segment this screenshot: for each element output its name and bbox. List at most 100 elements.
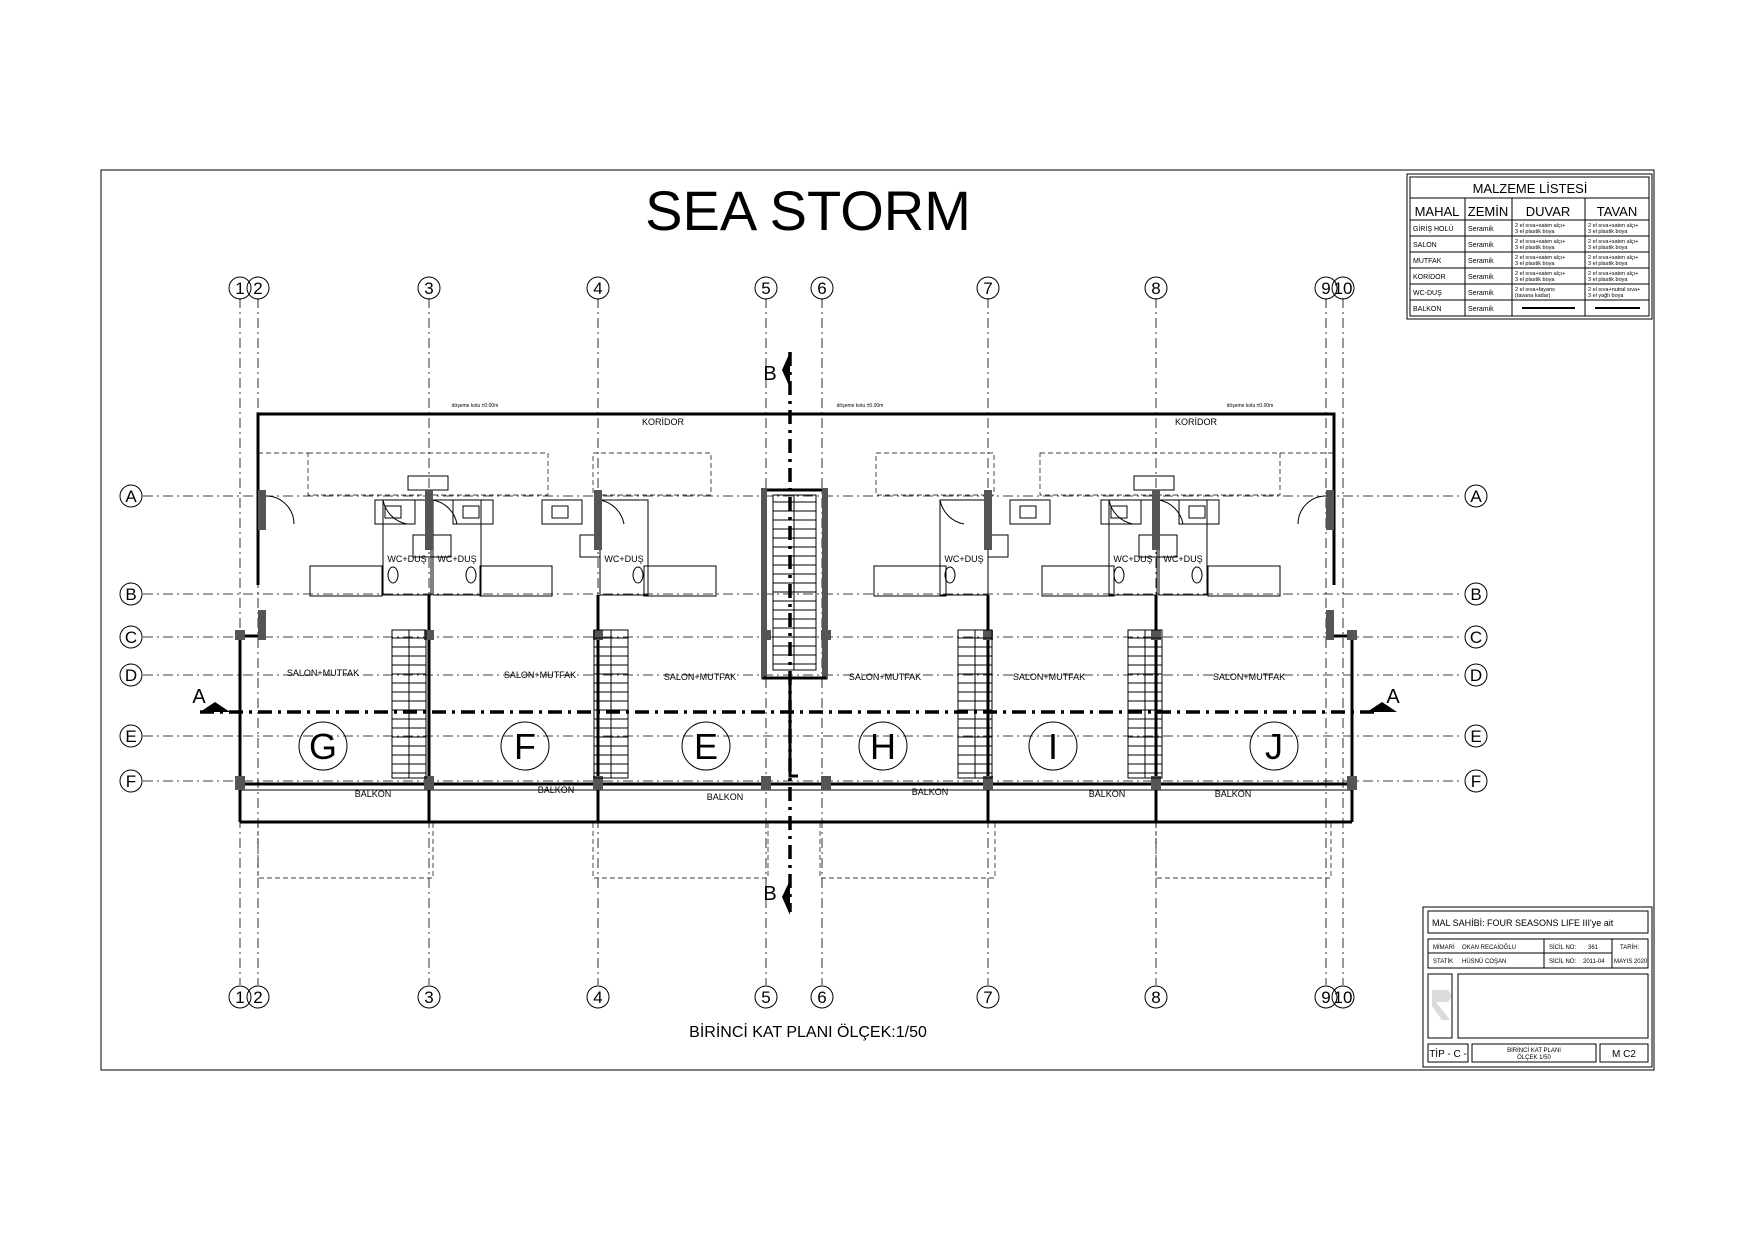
grid-column-label: 5	[761, 279, 770, 298]
grid-column-label: 1	[235, 988, 244, 1007]
living-room-label: SALON+MUTFAK	[849, 672, 921, 682]
owner-label: MAL SAHİBİ:	[1432, 918, 1485, 928]
corridor-label-left: KORİDOR	[642, 417, 685, 427]
material-row-tavan: 2 el sıva+saten alçı+	[1588, 271, 1638, 277]
grid-row-bubble	[1464, 582, 1488, 606]
grid-row-bubble	[1464, 625, 1488, 649]
balcony-label: BALKON	[912, 787, 949, 797]
grid-column-bubble	[976, 985, 1000, 1009]
static-name: HÜSNÜ COŞAN	[1462, 958, 1506, 965]
grid-column-bubble	[810, 276, 834, 300]
wc-room-label: WC+DUŞ	[604, 554, 643, 564]
grid-row-label: B	[1470, 585, 1481, 604]
balcony-label: BALKON	[707, 792, 744, 802]
material-row-mahal: BALKON	[1413, 306, 1441, 313]
balcony-label: BALKON	[1215, 789, 1252, 799]
unit-marker	[681, 721, 731, 771]
grid-row-bubble	[119, 769, 143, 793]
grid-column-bubble	[754, 985, 778, 1009]
architect-name: OKAN RECAİOĞLU	[1462, 944, 1516, 951]
sheet-number: M C2	[1612, 1049, 1636, 1060]
grid-column-label: 3	[424, 988, 433, 1007]
material-list-title: MALZEME LİSTESİ	[1473, 181, 1588, 196]
grid-row-bubble	[119, 484, 143, 508]
unit-letter: H	[870, 726, 896, 767]
grid-row-bubble	[119, 582, 143, 606]
grid-column-bubble	[1331, 985, 1355, 1009]
grid-column-bubble	[246, 276, 270, 300]
material-row-duvar: 3 el plastik boya	[1515, 277, 1555, 283]
sicil-label-1: SİCİL NO:	[1549, 944, 1576, 951]
balcony-label: BALKON	[1089, 789, 1126, 799]
grid-column-label: 10	[1334, 279, 1353, 298]
grid-column-label: 4	[593, 988, 602, 1007]
material-header-duvar: DUVAR	[1526, 204, 1571, 219]
material-row-tavan: 3 el plastik boya	[1588, 229, 1628, 235]
unit-marker	[298, 721, 348, 771]
grid-column-bubble	[1144, 985, 1168, 1009]
material-row-tavan: 2 el sıva+saten alçı+	[1588, 223, 1638, 229]
wc-room-label: WC+DUŞ	[437, 554, 476, 564]
sheet-scale: ÖLÇEK 1/50	[1517, 1054, 1551, 1061]
material-row-tavan: 2 el sıva+saten alçı+	[1588, 239, 1638, 245]
sheet-frame	[100, 169, 1655, 1071]
grid-column-bubble	[228, 985, 252, 1009]
material-row-mahal: MUTFAK	[1413, 258, 1442, 265]
grid-column-bubble	[1331, 276, 1355, 300]
section-marker-b-bottom: B	[763, 883, 776, 905]
grid-column-label: 4	[593, 279, 602, 298]
material-row-duvar: 3 el plastik boya	[1515, 245, 1555, 251]
grid-column-label: 10	[1334, 988, 1353, 1007]
grid-column-bubble	[810, 985, 834, 1009]
sicil-arch: 361	[1588, 945, 1599, 951]
owner-name: FOUR SEASONS LIFE III'ye ait	[1487, 918, 1614, 928]
dim-note: döşeme kotu ±0.00m	[1227, 403, 1274, 409]
material-row-zemin: Seramik	[1468, 226, 1494, 233]
grid-row-label: F	[1471, 772, 1481, 791]
grid-row-bubble	[119, 625, 143, 649]
grid-column-bubble	[417, 985, 441, 1009]
unit-letter: J	[1265, 726, 1283, 767]
grid-row-label: A	[125, 487, 137, 506]
material-row-duvar: (tavana kadar)	[1515, 293, 1551, 299]
living-room-label: SALON+MUTFAK	[504, 670, 576, 680]
grid-row-label: B	[125, 585, 136, 604]
grid-column-bubble	[246, 985, 270, 1009]
material-list-table: MALZEME LİSTESİ MAHAL ZEMİN DUVAR TAVAN …	[1406, 173, 1653, 320]
grid-column-label: 9	[1321, 988, 1330, 1007]
grid-row-bubble	[1464, 484, 1488, 508]
material-row-duvar: 2 el sıva+saten alçı+	[1515, 223, 1565, 229]
unit-letter: I	[1048, 726, 1058, 767]
grid-row-label: A	[1470, 487, 1482, 506]
sicil-label-2: SİCİL NO:	[1549, 958, 1576, 965]
material-row-zemin: Seramik	[1468, 290, 1494, 297]
grid-column-label: 2	[253, 279, 262, 298]
material-row-duvar: 2 el sıva+saten alçı+	[1515, 271, 1565, 277]
grid-column-label: 5	[761, 988, 770, 1007]
unit-marker	[858, 721, 908, 771]
grid-row-label: E	[125, 727, 136, 746]
material-row-zemin: Seramik	[1468, 242, 1494, 249]
date-value: MAYIS 2020	[1614, 959, 1648, 965]
grid-row-label: D	[125, 666, 137, 685]
grid-column-label: 2	[253, 988, 262, 1007]
material-row-tavan: 3 el plastik boya	[1588, 277, 1628, 283]
architect-label: MİMARİ	[1433, 944, 1455, 951]
dim-note: döşeme kotu ±0.00m	[837, 403, 884, 409]
grid-column-label: 7	[983, 988, 992, 1007]
grid-column-bubble	[586, 276, 610, 300]
living-room-label: SALON+MUTFAK	[287, 668, 359, 678]
grid-column-label: 7	[983, 279, 992, 298]
section-marker-a-left: A	[192, 686, 206, 708]
material-row-tavan: 2 el sıva+nutral sıva+	[1588, 287, 1640, 293]
grid-row-label: C	[1470, 628, 1482, 647]
balcony-label: BALKON	[355, 789, 392, 799]
unit-marker	[1249, 721, 1299, 771]
material-row-zemin: Seramik	[1468, 274, 1494, 281]
grid-column-label: 6	[817, 279, 826, 298]
material-row-mahal: SALON	[1413, 242, 1437, 249]
material-row-duvar: 2 el sıva+saten alçı+	[1515, 255, 1565, 261]
unit-letter: G	[309, 726, 337, 767]
